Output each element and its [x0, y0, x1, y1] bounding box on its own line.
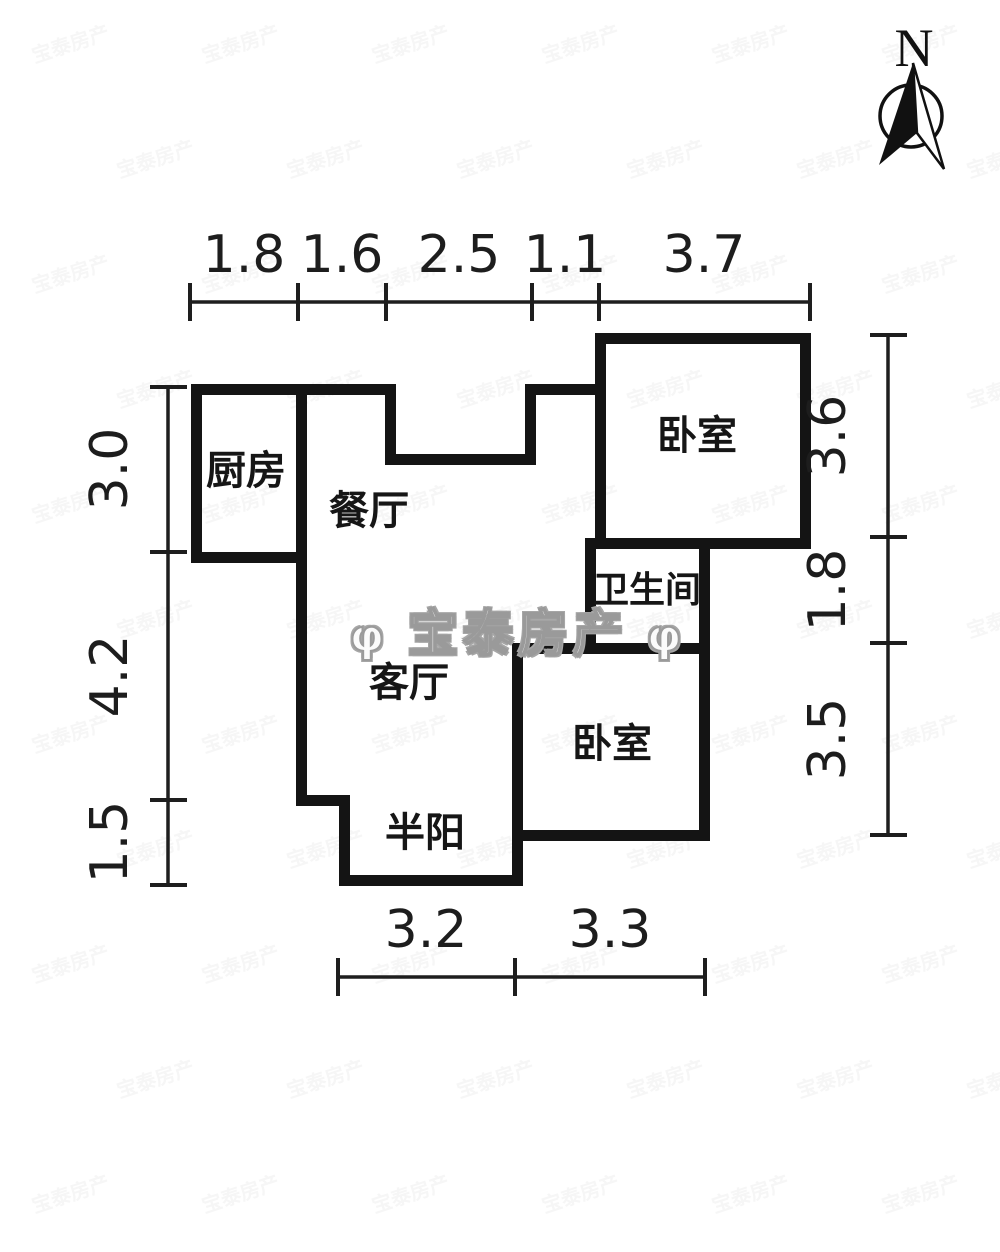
watermark-glyph-left: φ — [349, 610, 390, 663]
watermark-glyph-right: φ — [646, 610, 687, 663]
wall-bathroom-bedroom2-right — [699, 538, 710, 841]
compass-needle-light — [911, 62, 946, 170]
north-compass-icon: N — [878, 18, 946, 170]
agency-watermark: φ 宝泰房产 φ — [348, 594, 688, 666]
wall-bedroom1-top — [595, 333, 811, 344]
dimension-left: 3.0 4.2 1.5 — [80, 385, 187, 887]
dim-top-4: 1.1 — [524, 225, 607, 285]
wall-balcony-bottom — [339, 875, 523, 886]
dim-right-3: 3.5 — [798, 698, 858, 781]
dim-bottom-2: 3.3 — [569, 900, 652, 960]
wall-notch-bottom — [385, 454, 536, 465]
room-label-bedroom-right: 卧室 — [572, 722, 652, 766]
wall-bedroom2-left — [512, 643, 523, 886]
dim-left-1: 3.0 — [80, 428, 140, 511]
dim-left-2: 4.2 — [80, 635, 140, 718]
dim-top-3: 2.5 — [418, 225, 501, 285]
dim-top-2: 1.6 — [301, 225, 384, 285]
room-label-living: 客厅 — [369, 661, 449, 705]
wall-kitchen-bottom — [191, 552, 307, 563]
wall-bedroom1-right — [800, 333, 811, 549]
room-label-bedroom-top: 卧室 — [657, 414, 737, 458]
room-label-bathroom: 卫生间 — [593, 569, 701, 610]
room-label-dining: 餐厅 — [329, 489, 409, 533]
room-label-kitchen: 厨房 — [206, 449, 286, 493]
room-label-balcony: 半阳 — [385, 811, 465, 855]
dimension-top: 1.8 1.6 2.5 1.1 3.7 — [188, 225, 812, 321]
compass-needle-dark — [879, 63, 917, 165]
wall-kitchen-living-right — [296, 384, 307, 806]
wall-top-a — [191, 384, 396, 395]
dimension-right: 3.6 1.8 3.5 — [798, 333, 907, 837]
wall-kitchen-left — [191, 384, 202, 563]
wall-living-bottom — [296, 795, 350, 806]
dimension-bottom: 3.2 3.3 — [336, 900, 707, 996]
dim-bottom-1: 3.2 — [385, 900, 468, 960]
wall-notch-right — [525, 384, 536, 465]
wall-bathroom-left — [585, 538, 596, 654]
walls — [191, 333, 811, 886]
dim-right-1: 3.6 — [798, 395, 858, 478]
watermark-text: 宝泰房产 — [407, 605, 628, 663]
wall-bedroom2-bottom — [512, 830, 710, 841]
wall-bedroom2-top — [512, 643, 710, 654]
dim-left-3: 1.5 — [80, 801, 140, 884]
dim-top-1: 1.8 — [203, 225, 286, 285]
dim-top-5: 3.7 — [663, 225, 746, 285]
wall-balcony-left — [339, 795, 350, 886]
wall-notch-left — [385, 384, 396, 465]
dim-right-2: 1.8 — [798, 549, 858, 632]
wall-bedroom1-left — [595, 333, 606, 549]
room-labels: 厨房 餐厅 卧室 卫生间 客厅 卧室 半阳 — [206, 414, 737, 855]
wall-top-b — [525, 384, 606, 395]
